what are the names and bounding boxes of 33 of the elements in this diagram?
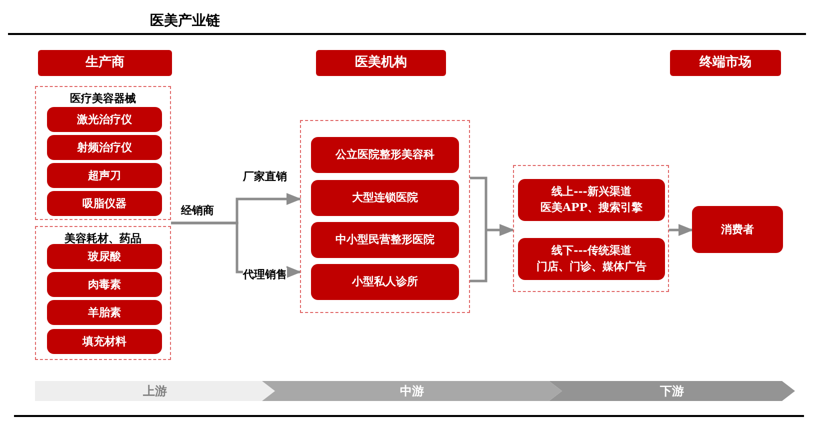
title: 医美产业链 xyxy=(150,12,220,30)
node-box: 激光治疗仪 xyxy=(47,107,162,132)
node-box: 大型连锁医院 xyxy=(311,180,459,216)
node-box: 羊胎素 xyxy=(47,300,162,325)
group-box xyxy=(35,86,171,220)
edge-label: 代理销售 xyxy=(243,268,287,282)
group-box xyxy=(513,165,669,292)
arrow xyxy=(669,224,694,236)
node-box: 玻尿酸 xyxy=(47,244,162,269)
node-box: 小型私人诊所 xyxy=(311,264,459,300)
node-box: 公立医院整形美容科 xyxy=(311,137,459,173)
stage-label: 下游 xyxy=(659,384,685,398)
stage-label: 中游 xyxy=(399,384,425,398)
header-box: 生产商 xyxy=(38,50,172,76)
node-box: 线下---传统渠道 门店、门诊、媒体广告 xyxy=(518,238,665,280)
node-box: 超声刀 xyxy=(47,163,162,188)
node-box: 中小型民营整形医院 xyxy=(311,222,459,258)
node-box: 线上---新兴渠道 医美APP、搜索引擎 xyxy=(518,179,665,221)
header-box: 医美机构 xyxy=(316,50,446,76)
node-box: 填充材料 xyxy=(47,329,162,354)
group-box xyxy=(300,120,470,313)
trunk-label: 经销商 xyxy=(181,204,214,218)
group-box xyxy=(35,226,171,360)
group-heading: 美容耗材、药品 xyxy=(64,231,142,246)
node-box: 肉毒素 xyxy=(47,272,162,297)
node-box: 吸脂仪器 xyxy=(47,191,162,216)
stage-label: 上游 xyxy=(142,384,168,398)
node-box: 射频治疗仪 xyxy=(47,135,162,160)
header-box: 终端市场 xyxy=(670,50,781,76)
node-box: 消费者 xyxy=(692,206,783,253)
edge-label: 厂家直销 xyxy=(243,170,287,184)
arrow xyxy=(468,176,514,282)
group-heading: 医疗美容器械 xyxy=(69,91,137,106)
